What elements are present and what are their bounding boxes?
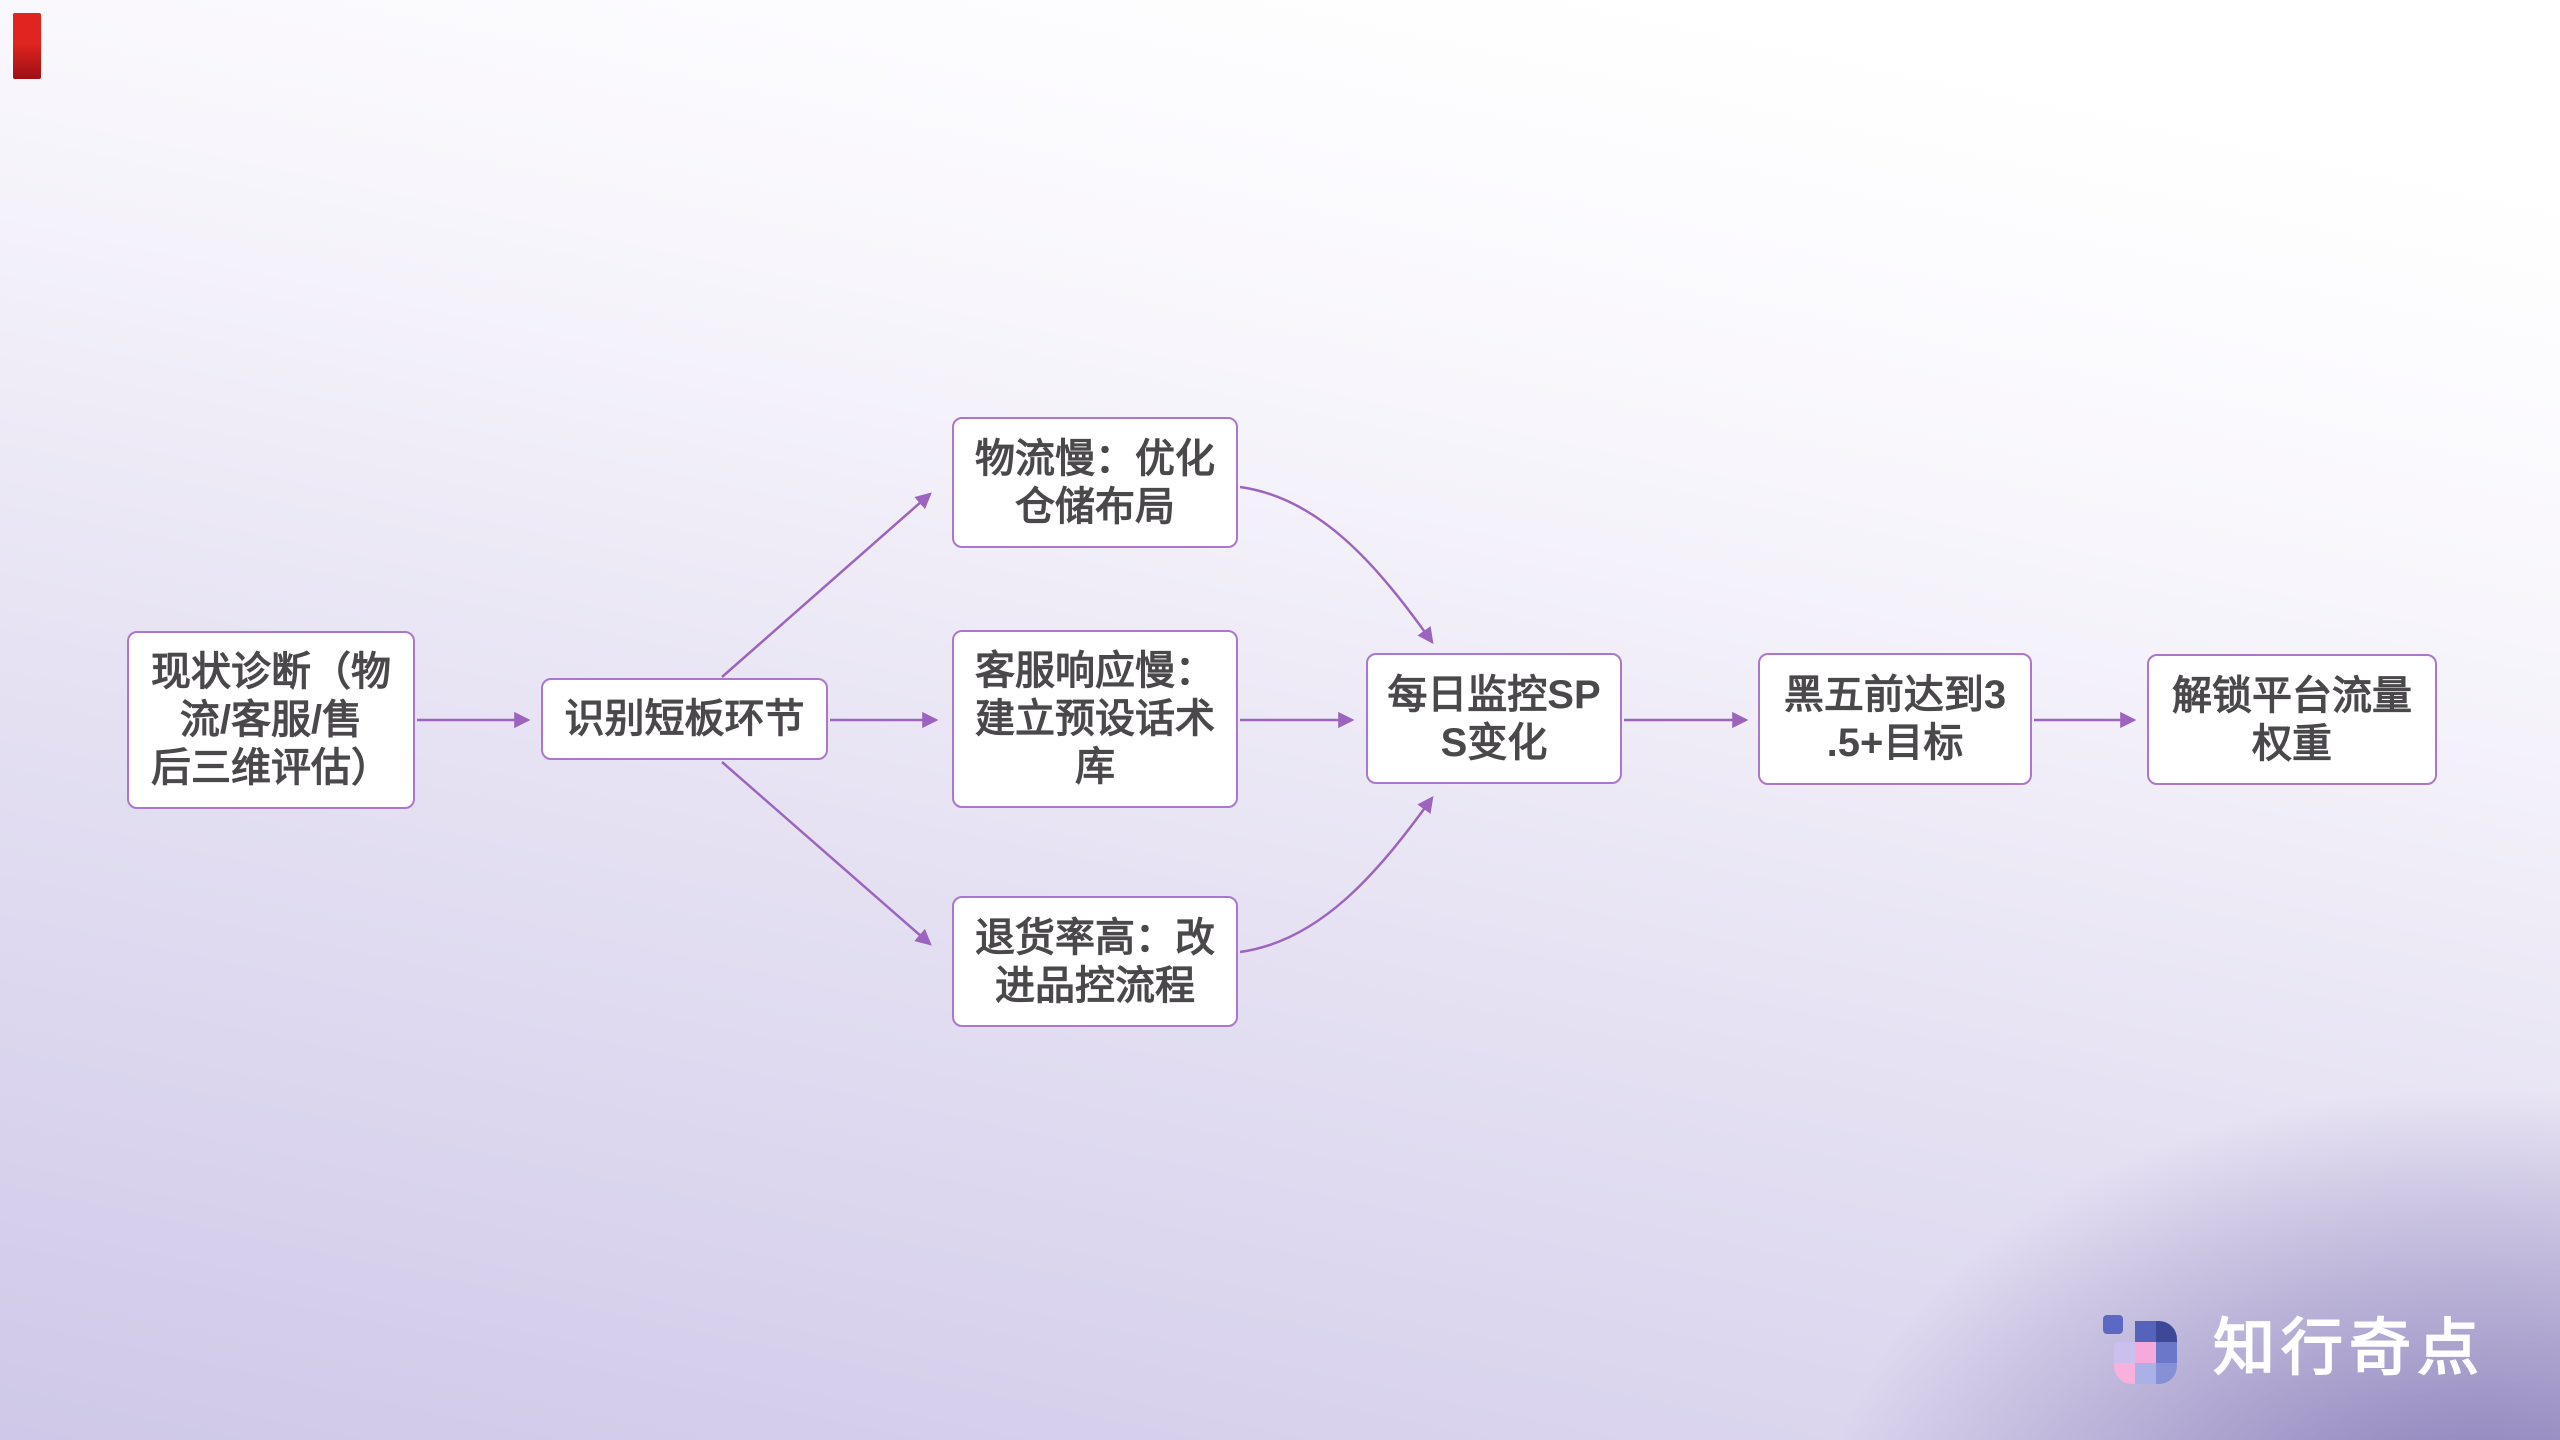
node-returns-fix[interactable]: 退货率高：改 进品控流程 [952, 896, 1238, 1027]
edge-logistics-monitor [1239, 485, 1434, 644]
node-logistics-fix-label: 物流慢：优化 仓储布局 [975, 436, 1215, 529]
node-monitor-sps[interactable]: 每日监控SP S变化 [1366, 653, 1622, 784]
edge-identify-returns [721, 761, 932, 946]
node-logistics-fix[interactable]: 物流慢：优化 仓储布局 [952, 417, 1238, 548]
node-identify-weakness[interactable]: 识别短板环节 [541, 678, 828, 760]
node-service-fix[interactable]: 客服响应慢： 建立预设话术 库 [952, 630, 1238, 808]
brand-grid-icon [2103, 1314, 2177, 1384]
brand-name: 知行奇点 [2213, 1314, 2486, 1383]
node-unlock-traffic-label: 解锁平台流量 权重 [2172, 673, 2412, 766]
node-service-fix-label: 客服响应慢： 建立预设话术 库 [975, 649, 1215, 789]
edge-returns-monitor [1239, 796, 1434, 954]
node-diagnosis[interactable]: 现状诊断（物 流/客服/售 后三维评估） [127, 631, 415, 809]
node-blackfriday-target-label: 黑五前达到3 .5+目标 [1783, 673, 2007, 765]
node-monitor-sps-label: 每日监控SP S变化 [1387, 672, 1601, 765]
node-blackfriday-target[interactable]: 黑五前达到3 .5+目标 [1758, 653, 2032, 785]
record-marker [13, 13, 41, 79]
brand-logo: 知行奇点 [2103, 1314, 2485, 1384]
node-identify-weakness-label: 识别短板环节 [564, 697, 805, 741]
node-unlock-traffic[interactable]: 解锁平台流量 权重 [2147, 654, 2437, 785]
edge-identify-logistics [721, 492, 932, 678]
node-diagnosis-label: 现状诊断（物 流/客服/售 后三维评估） [151, 650, 391, 790]
node-returns-fix-label: 退货率高：改 进品控流程 [975, 915, 1215, 1008]
